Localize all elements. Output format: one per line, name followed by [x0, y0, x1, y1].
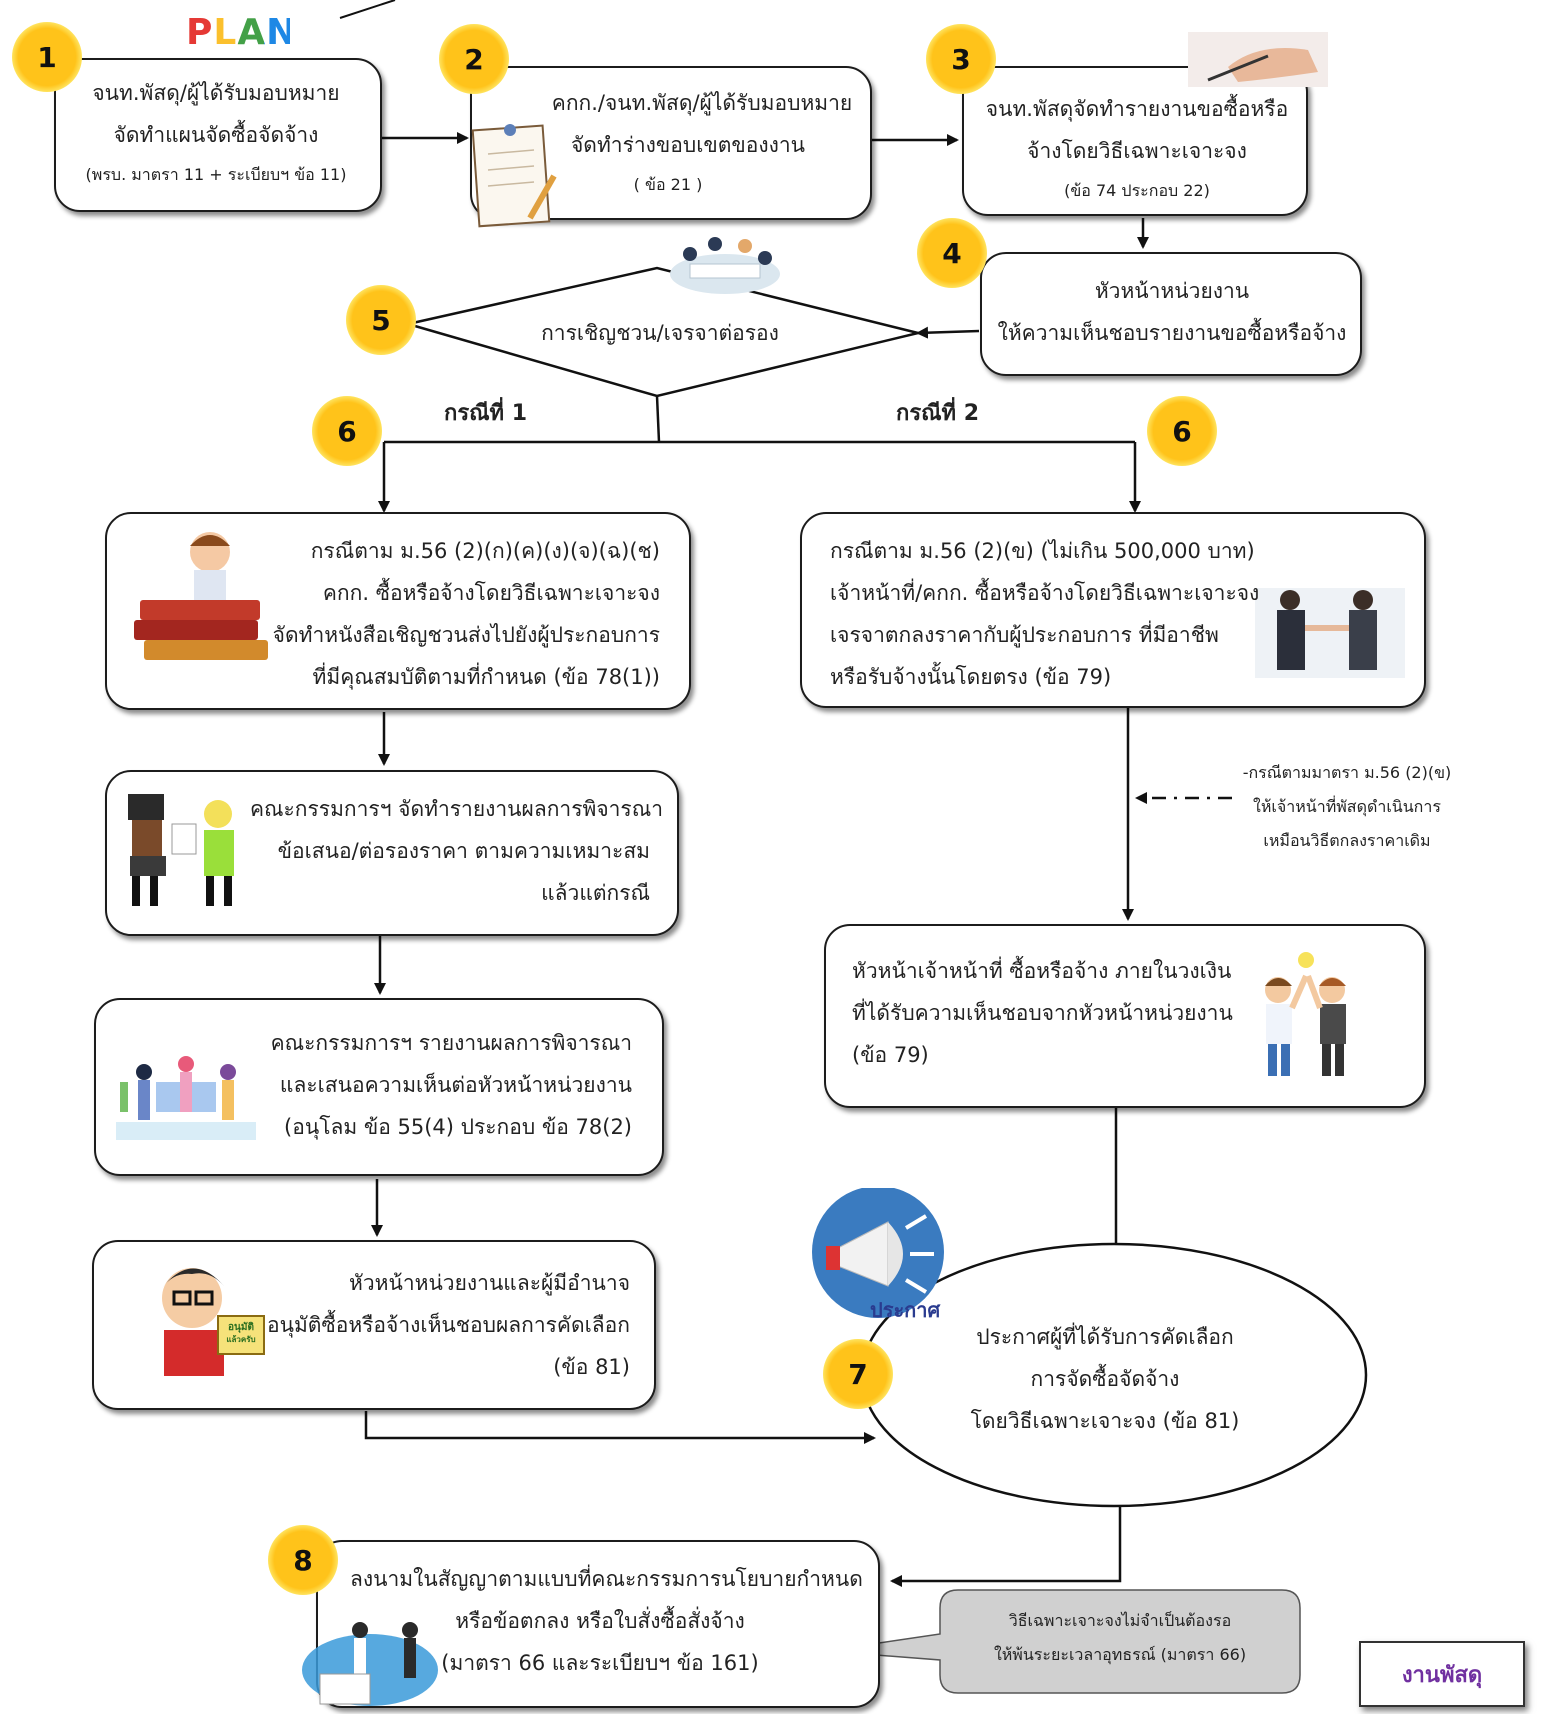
- case-2-line3: เจรจาตกลงราคากับผู้ประกอบการ ที่มีอาชีพ: [830, 623, 1219, 647]
- case-2-line1: กรณีตาม ม.56 (2)(ข) (ไม่เกิน 500,000 บาท…: [830, 539, 1255, 563]
- step-8-line1: ลงนามในสัญญาตามแบบที่คณะกรรมการนโยบายกำห…: [350, 1567, 863, 1591]
- step-6-left-badge: 6: [302, 386, 392, 476]
- step-8-line2: หรือข้อตกลง หรือใบสั่งซื้อสั่งจ้าง: [455, 1609, 745, 1633]
- paper-pencil-icon: [470, 120, 562, 232]
- note-line1: -กรณีตามมาตรา ม.56 (2)(ข): [1242, 763, 1452, 782]
- arrow-4-to-5: [916, 326, 980, 339]
- callout-bubble: [824, 1589, 1301, 1694]
- office-team-illustration: [116, 1032, 256, 1142]
- step-4-line2: ให้ความเห็นชอบรายงานขอซื้อหรือจ้าง: [997, 321, 1347, 345]
- step-7-badge: 7: [813, 1329, 903, 1419]
- step-8-badge: 8: [258, 1515, 348, 1605]
- idea-highfive-illustration: [1250, 950, 1360, 1080]
- step-4-line1: หัวหน้าหน่วยงาน: [1094, 279, 1250, 303]
- decision-diamond: [407, 266, 919, 398]
- books-boy-illustration: [130, 522, 280, 672]
- committee-proposal-line1: คณะกรรมการฯ รายงานผลการพิจารณา: [270, 1031, 632, 1055]
- case-1-line3: จัดทำหนังสือเชิญชวนส่งไปยังผู้ประกอบการ: [272, 623, 660, 647]
- plan-logo-text: PLAN: [186, 12, 298, 53]
- purchasing-head-line1: หัวหน้าเจ้าหน้าที่ ซื้อหรือจ้าง ภายในวงเ…: [852, 959, 1232, 983]
- step-1-line3: (พรบ. มาตรา 11 + ระเบียบฯ ข้อ 11): [85, 165, 347, 184]
- signing-contract-illustration: [300, 1600, 460, 1710]
- case-1-line1: กรณีตาม ม.56 (2)(ก)(ค)(ง)(จ)(ฉ)(ช): [310, 539, 660, 563]
- arrow-l4-to-7: [364, 1411, 876, 1444]
- step-6-right-badge: 6: [1137, 386, 1227, 476]
- approval-sign-text-2: แล้วครับ: [226, 1335, 256, 1344]
- approval-line1: หัวหน้าหน่วยงานและผู้มีอำนาจ: [348, 1271, 630, 1295]
- step-3-line3: (ข้อ 74 ประกอบ 22): [1064, 181, 1210, 200]
- footer-department-label: งานพัสดุ: [1359, 1641, 1525, 1707]
- megaphone-icon: [808, 1186, 948, 1322]
- step-3-box: [962, 66, 1308, 216]
- step-3-badge: 3: [916, 14, 1006, 104]
- approval-line2: อนุมัติซื้อหรือจ้างเห็นชอบผลการคัดเลือก: [267, 1313, 630, 1337]
- step-3-line2: จ้างโดยวิธีเฉพาะเจาะจง: [1027, 139, 1247, 163]
- step-8-line3: (มาตรา 66 และระเบียบฯ ข้อ 161): [441, 1651, 759, 1675]
- handshake-illustration: [1235, 578, 1415, 688]
- step-1-badge: 1: [2, 12, 92, 102]
- case-1-label: กรณีที่ 1: [444, 401, 528, 426]
- committee-report-line1: คณะกรรมการฯ จัดทำรายงานผลการพิจารณา: [250, 797, 663, 821]
- step-2-line2: จัดทำร่างขอบเขตของงาน: [571, 133, 805, 157]
- step-2-line1: คกก./จนท.พัสดุ/ผู้ได้รับมอบหมาย: [551, 91, 853, 115]
- step-1-line2: จัดทำแผนจัดซื้อจัดจ้าง: [113, 123, 319, 147]
- step-4-badge: 4: [907, 208, 997, 298]
- step-4-box: [980, 252, 1362, 376]
- case-2-line4: หรือรับจ้างนั้นโดยตรง (ข้อ 79): [830, 665, 1112, 689]
- approval-line3: (ข้อ 81): [553, 1355, 630, 1379]
- meeting-illustration: [660, 224, 790, 304]
- step-7-line2: การจัดซื้อจัดจ้าง: [1030, 1367, 1180, 1391]
- committee-report-box: [105, 770, 679, 936]
- announce-word: ประกาศ: [870, 1298, 941, 1322]
- step-3-line1: จนท.พัสดุจัดทำรายงานขอซื้อหรือ: [985, 97, 1289, 121]
- committee-report-line3: แล้วแต่กรณี: [541, 881, 650, 905]
- committee-proposal-line3: (อนุโลม ข้อ 55(4) ประกอบ ข้อ 78(2): [284, 1115, 632, 1139]
- case-1-line4: ที่มีคุณสมบัติตามที่กำหนด (ข้อ 78(1)): [312, 665, 660, 689]
- purchasing-head-line2: ที่ได้รับความเห็นชอบจากหัวหน้าหน่วยงาน: [852, 1001, 1233, 1025]
- step-2-badge: 2: [429, 14, 519, 104]
- plan-logo: PLAN: [186, 12, 298, 56]
- note-line3: เหมือนวิธีตกลงราคาเดิม: [1263, 831, 1431, 850]
- step-2-line3: ( ข้อ 21 ): [633, 175, 703, 194]
- case-2-line2: เจ้าหน้าที่/คกก. ซื้อหรือจ้างโดยวิธีเฉพา…: [830, 581, 1260, 605]
- step-5-badge: 5: [336, 275, 426, 365]
- callout-line2: ให้พ้นระยะเวลาอุทธรณ์ (มาตรา 66): [993, 1645, 1247, 1664]
- step-1-line1: จนท.พัสดุ/ผู้ได้รับมอบหมาย: [92, 81, 340, 105]
- step-7-line1: ประกาศผู้ที่ได้รับการคัดเลือก: [976, 1325, 1234, 1349]
- case-1-line2: คกก. ซื้อหรือจ้างโดยวิธีเฉพาะเจาะจง: [322, 581, 660, 605]
- step-7-line3: โดยวิธีเฉพาะเจาะจง (ข้อ 81): [970, 1409, 1240, 1433]
- step-1-box: [54, 58, 382, 212]
- committee-report-line2: ข้อเสนอ/ต่อรองราคา ตามความเหมาะสม: [277, 839, 650, 863]
- purchasing-head-line3: (ข้อ 79): [852, 1043, 929, 1067]
- approval-sign-text-1: อนุมัติ: [228, 1322, 254, 1333]
- committee-proposal-line2: และเสนอความเห็นต่อหัวหน้าหน่วยงาน: [279, 1073, 632, 1097]
- writing-hand-icon: [1188, 22, 1328, 92]
- note-line2: ให้เจ้าหน้าที่พัสดุดำเนินการ: [1253, 797, 1441, 816]
- approval-sign: อนุมัติ แล้วครับ: [218, 1316, 264, 1360]
- approver-illustration: [140, 1250, 268, 1380]
- step-5-label: การเชิญชวน/เจรจาต่อรอง: [541, 321, 779, 345]
- case-2-label: กรณีที่ 2: [896, 401, 980, 426]
- callout-line1: วิธีเฉพาะเจาะจงไม่จำเป็นต้องรอ: [1008, 1611, 1232, 1630]
- committee-people-illustration: [120, 790, 260, 910]
